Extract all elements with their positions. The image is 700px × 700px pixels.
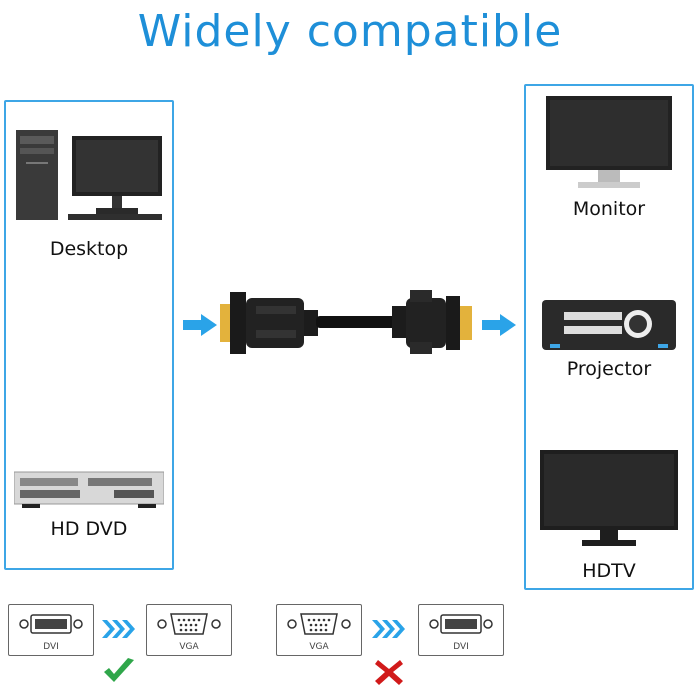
device-label-desktop: Desktop [49, 238, 129, 260]
device-label-projector: Projector [566, 358, 652, 380]
page-title: Widely compatible [137, 6, 563, 57]
display-devices-panel: Monitor Projector HDTV [524, 84, 694, 590]
device-label-hd-dvd: HD DVD [50, 518, 128, 540]
vga-port-box: VGA [146, 604, 232, 656]
dvi-port-icon [429, 614, 493, 634]
left-arrow-icon [183, 314, 217, 336]
vga-port-icon [157, 613, 221, 635]
hd-dvd-player-icon [14, 471, 164, 508]
dvi-port-box-2: DVI [418, 604, 504, 656]
cross-icon [375, 660, 403, 685]
dvi-port-icon [19, 614, 83, 634]
projector-icon [542, 300, 676, 350]
port-label-dvi-2: DVI [453, 642, 469, 652]
chevrons-icon [102, 620, 135, 638]
dvi-to-vga-cable-icon [220, 290, 472, 354]
vga-port-box-2: VGA [276, 604, 362, 656]
source-devices-panel: Desktop HD DVD [4, 100, 174, 570]
port-label-dvi: DVI [43, 642, 59, 652]
dvi-port-box: DVI [8, 604, 94, 656]
check-icon [104, 658, 134, 682]
port-label-vga-2: VGA [309, 642, 329, 652]
hdtv-icon [540, 450, 678, 546]
device-label-monitor: Monitor [572, 198, 646, 220]
desktop-computer-icon [16, 130, 162, 220]
port-label-vga: VGA [179, 642, 199, 652]
right-arrow-icon [482, 314, 516, 336]
device-label-hdtv: HDTV [582, 560, 636, 582]
chevrons-icon-2 [372, 620, 405, 638]
vga-port-icon [287, 613, 351, 635]
monitor-icon [546, 96, 672, 188]
